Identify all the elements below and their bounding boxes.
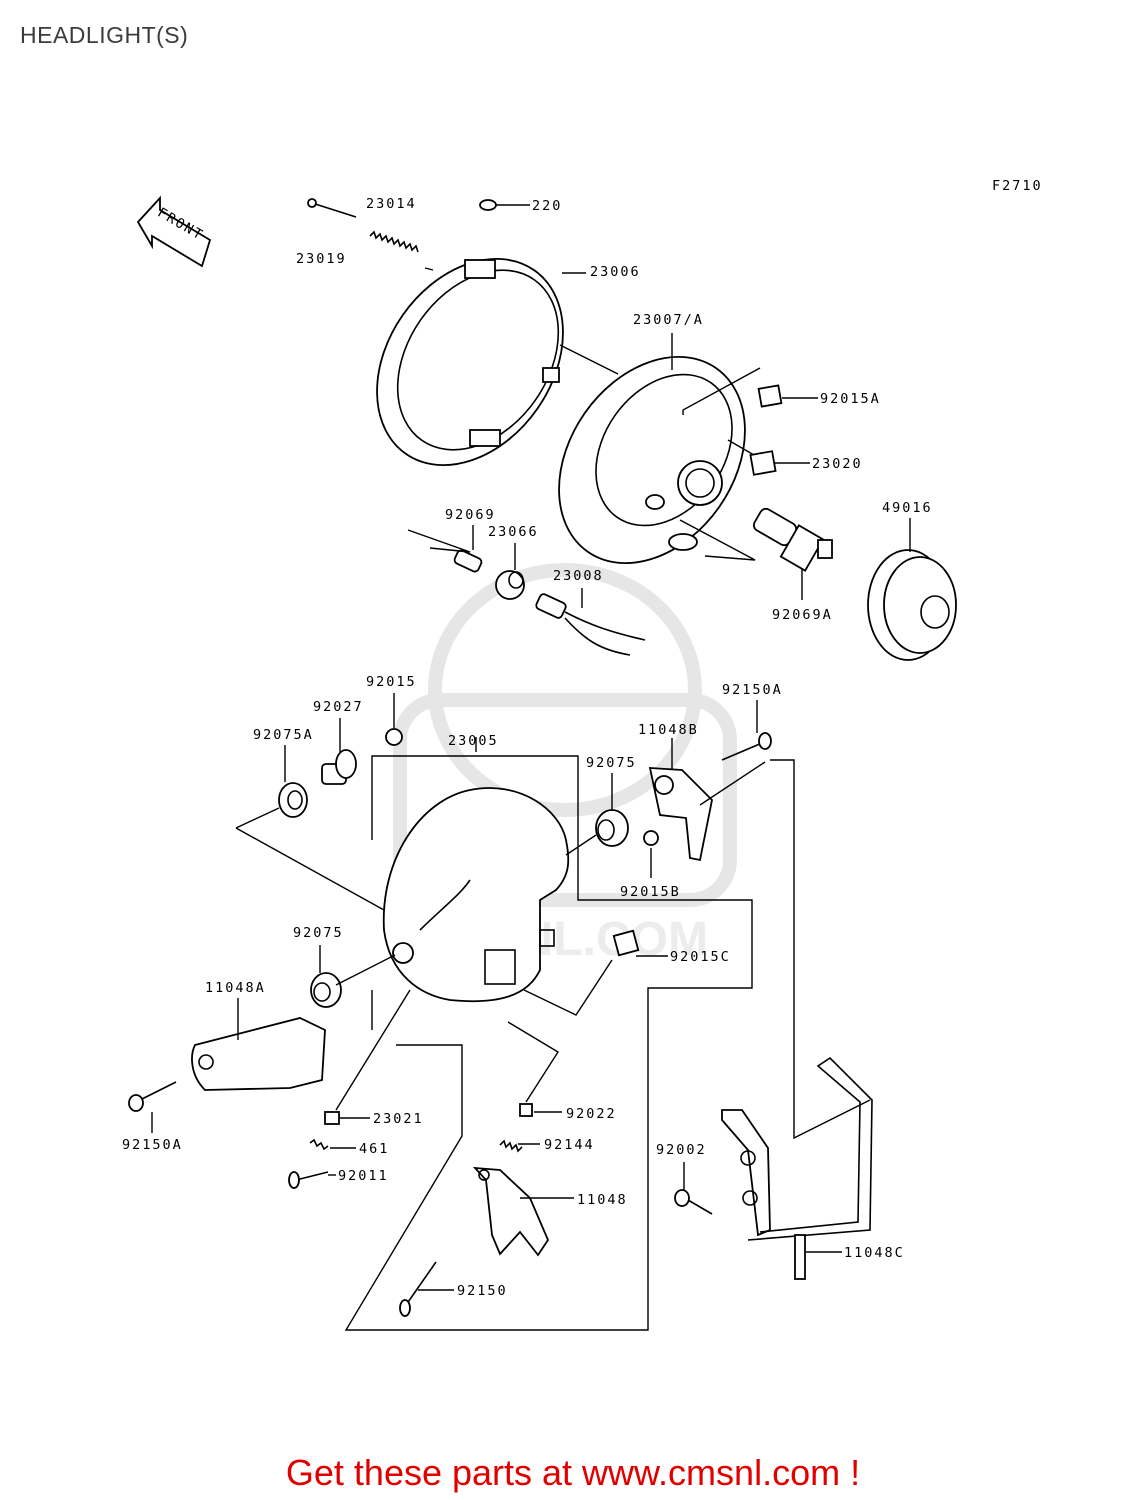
label-23014: 23014	[366, 196, 417, 212]
label-92075-left: 92075	[293, 925, 344, 941]
label-92015: 92015	[366, 674, 417, 690]
label-92011: 92011	[338, 1168, 389, 1184]
label-23008: 23008	[553, 568, 604, 584]
label-92144: 92144	[544, 1137, 595, 1153]
nut-92022	[507, 1021, 562, 1117]
label-92015A: 92015A	[820, 391, 881, 407]
label-92069A: 92069A	[772, 607, 833, 623]
front-arrow-icon: FRONT	[136, 195, 212, 268]
headlight-housing-23005	[235, 737, 753, 1331]
nut-92015C	[523, 929, 668, 1016]
label-92150A-top: 92150A	[722, 682, 783, 698]
label-49016: 49016	[882, 500, 933, 516]
label-92002: 92002	[656, 1142, 707, 1158]
label-23005: 23005	[448, 733, 499, 749]
label-92075A: 92075A	[253, 727, 314, 743]
bulb-92069	[407, 525, 483, 573]
page-title: HEADLIGHT(S)	[20, 22, 189, 48]
label-23006: 23006	[590, 264, 641, 280]
label-92015B: 92015B	[620, 884, 681, 900]
bulb-92069A	[679, 507, 833, 600]
spring-23014	[369, 230, 419, 253]
bolt-92150	[399, 1261, 454, 1317]
bolt-92150A-left	[128, 1081, 177, 1133]
label-23066: 23066	[488, 524, 539, 540]
grommet-92075A	[278, 745, 308, 818]
label-92027: 92027	[313, 699, 364, 715]
rim-23006	[376, 258, 586, 466]
bracket-11048C	[721, 1056, 873, 1280]
bracket-11048B	[648, 738, 871, 1140]
grommet-92075-right	[565, 773, 629, 856]
socket-23008	[535, 588, 646, 656]
label-23020: 23020	[812, 456, 863, 472]
screw-220	[479, 199, 530, 211]
label-23019: 23019	[296, 251, 347, 267]
label-11048: 11048	[577, 1192, 628, 1208]
nut-92015	[385, 693, 403, 746]
part-labels: 23014 23019 220 23006 23007/A 92015A 230…	[122, 196, 933, 1299]
label-461: 461	[359, 1141, 389, 1157]
rubber-cover-49016	[867, 518, 957, 661]
nut-23021	[324, 989, 411, 1125]
label-11048C: 11048C	[844, 1245, 905, 1261]
label-92022: 92022	[566, 1106, 617, 1122]
grommet-23066	[495, 543, 525, 600]
label-92015C: 92015C	[670, 949, 731, 965]
label-23007A: 23007/A	[633, 312, 704, 328]
bolt-92002	[674, 1162, 713, 1215]
bolt-23019	[307, 198, 357, 218]
promo-banner-link[interactable]: Get these parts at www.cmsnl.com !	[285, 1452, 861, 1493]
bracket-11048A	[191, 998, 326, 1091]
label-23021: 23021	[373, 1111, 424, 1127]
spring-461	[309, 1138, 356, 1151]
label-11048B: 11048B	[638, 722, 699, 738]
label-92069: 92069	[445, 507, 496, 523]
label-220: 220	[532, 198, 562, 214]
nut-23020	[727, 439, 810, 476]
nut-92015A	[682, 367, 818, 415]
figure-code: F2710	[992, 178, 1043, 194]
label-11048A: 11048A	[205, 980, 266, 996]
bolt-92150A-top	[721, 700, 772, 761]
spring-92144	[499, 1139, 540, 1153]
nut-92015B	[643, 830, 659, 878]
screw-92011	[288, 1171, 336, 1189]
headlight-unit-23007	[558, 333, 746, 564]
grommet-92075-left	[310, 945, 396, 1008]
collar-92027	[321, 718, 357, 785]
label-92150A-left: 92150A	[122, 1137, 183, 1153]
bracket-11048	[472, 1166, 574, 1257]
label-92075-right: 92075	[586, 755, 637, 771]
label-92150: 92150	[457, 1283, 508, 1299]
